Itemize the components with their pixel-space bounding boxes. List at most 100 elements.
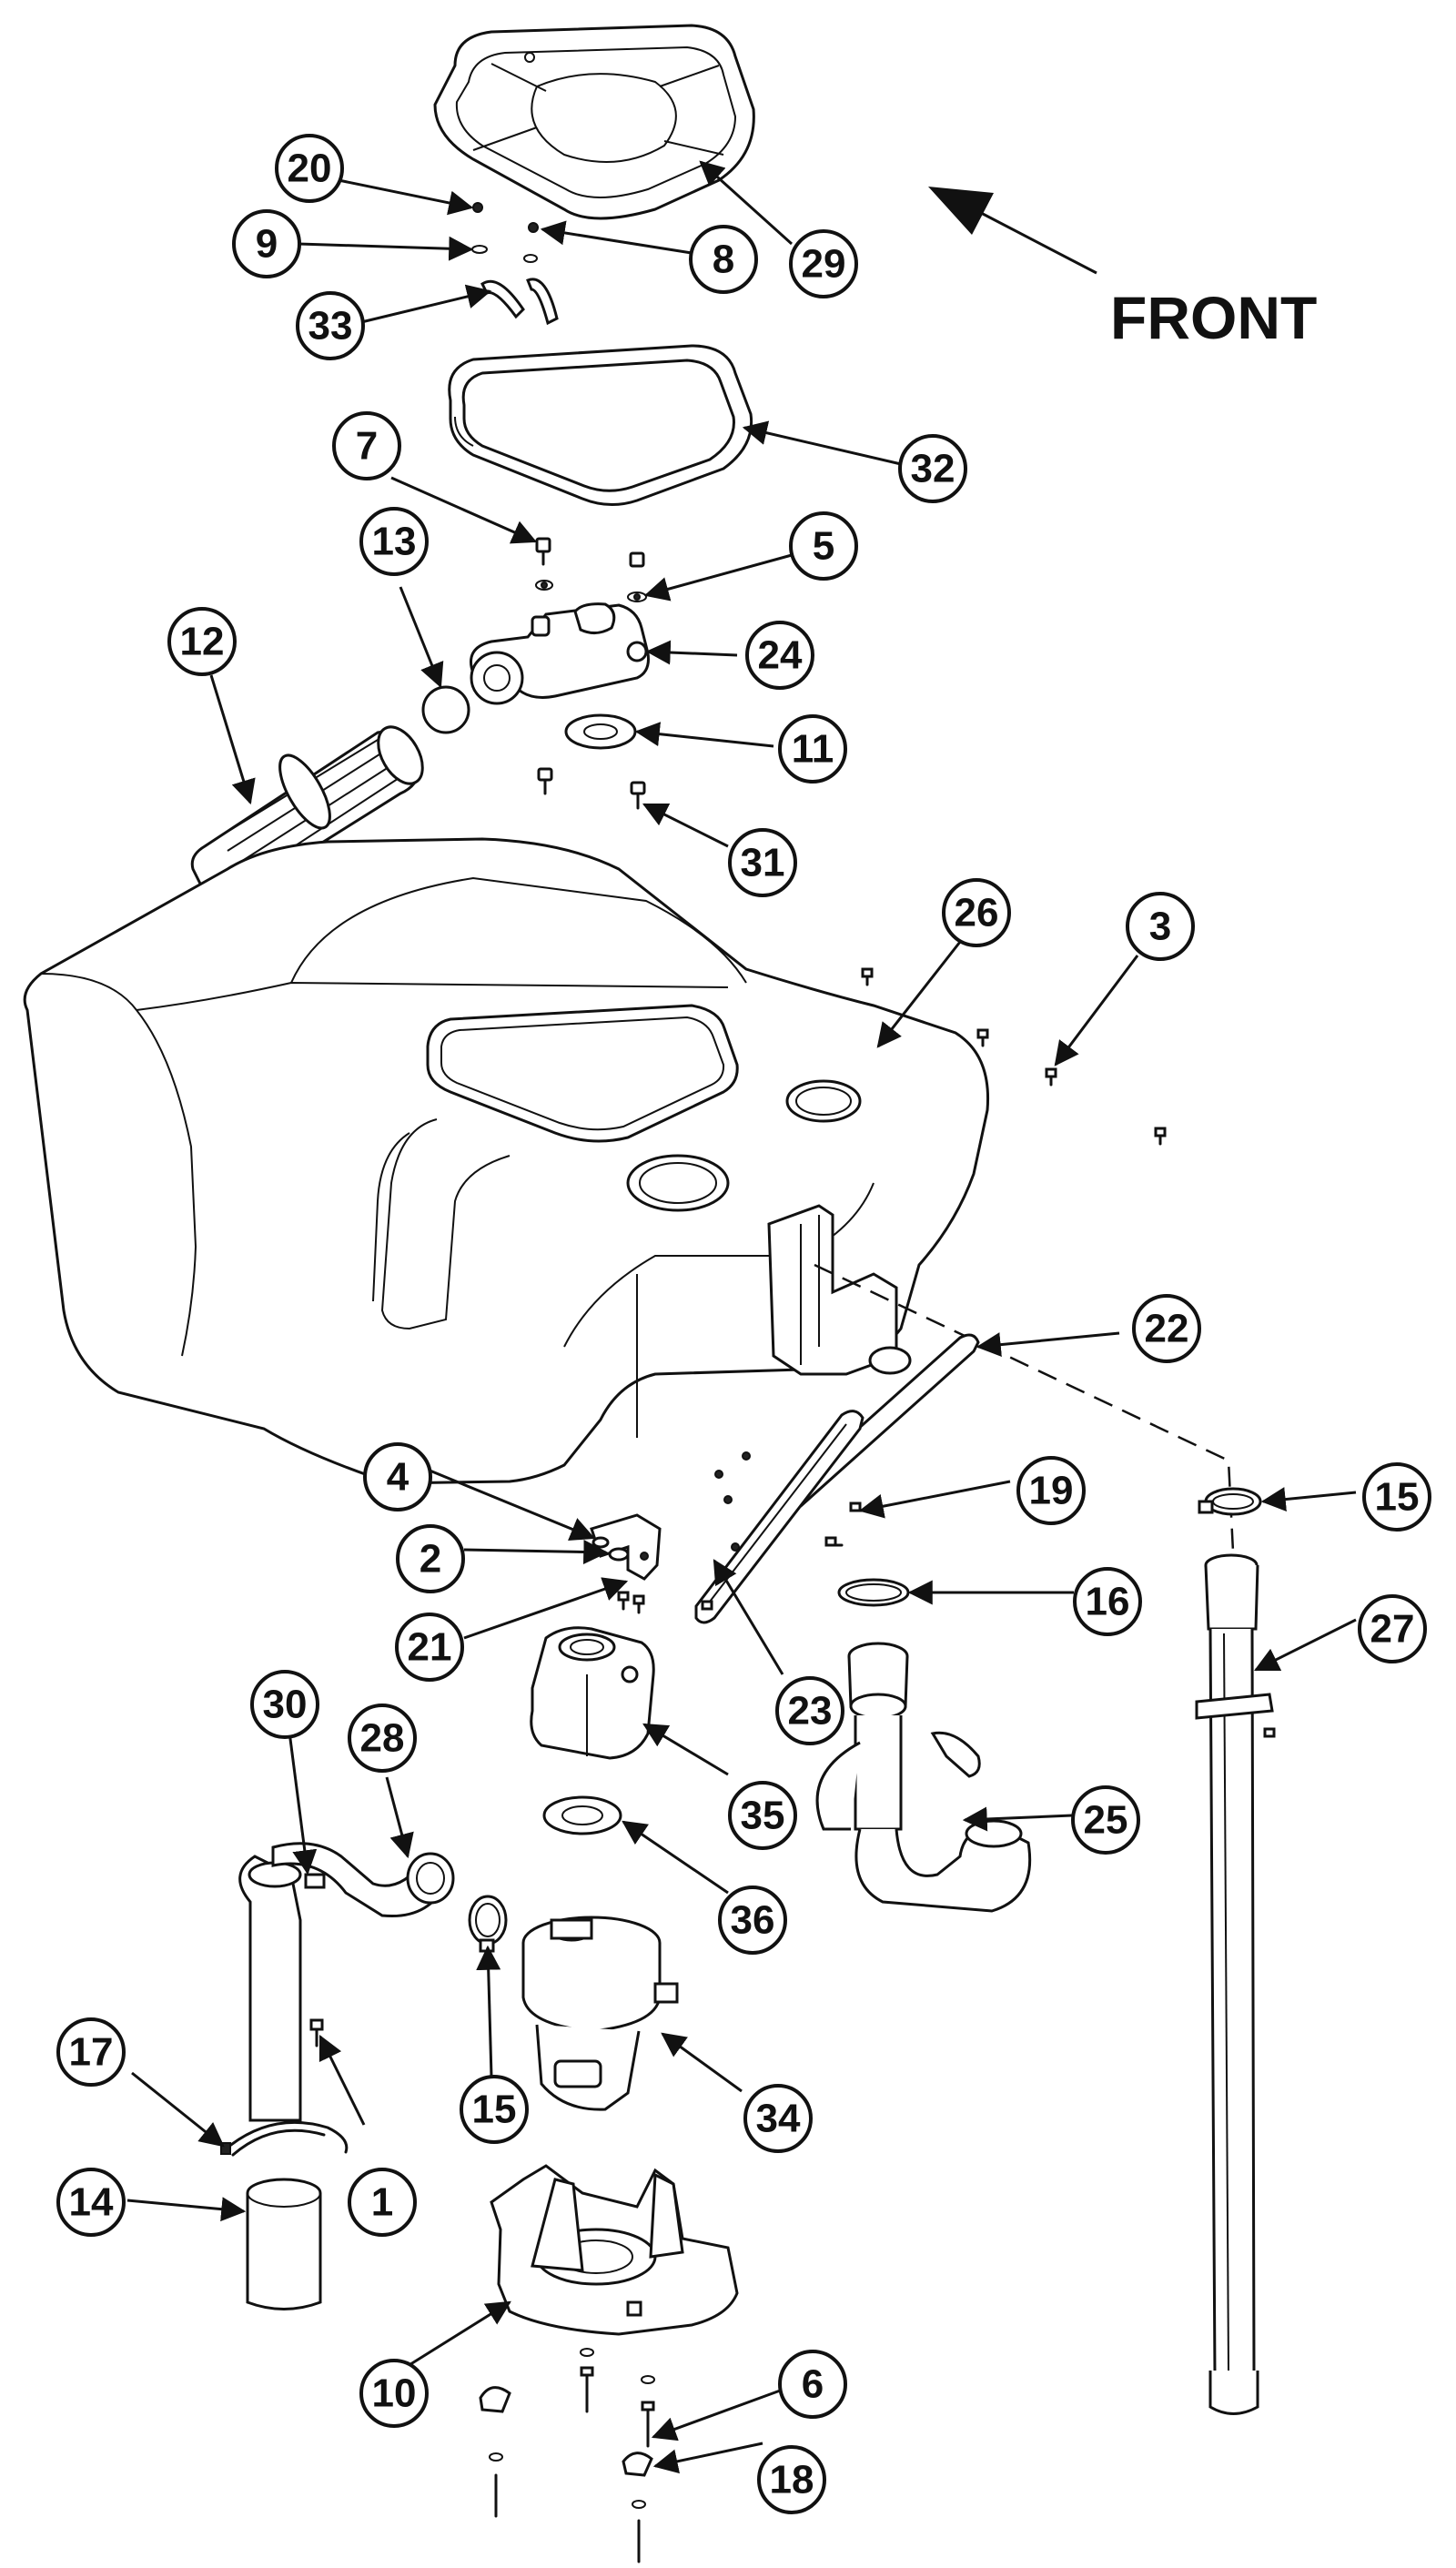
part-15-hose-clamp-upper bbox=[1198, 1487, 1262, 1516]
front-arrow-head bbox=[928, 187, 994, 235]
part-6-bolts bbox=[580, 2348, 655, 2448]
callout-36: 36 bbox=[718, 1886, 787, 1955]
callout-36-label: 36 bbox=[731, 1898, 775, 1943]
part-33-hinge-straps bbox=[480, 278, 559, 326]
part-29-lid bbox=[433, 24, 755, 220]
part-32-lid-gasket bbox=[448, 344, 753, 506]
callout-5-label: 5 bbox=[813, 524, 834, 569]
callout-2: 2 bbox=[396, 1524, 465, 1593]
callout-15-lower-label: 15 bbox=[472, 2088, 517, 2132]
callout-11: 11 bbox=[778, 714, 847, 784]
part-3-screws bbox=[861, 967, 1167, 1146]
callout-27: 27 bbox=[1358, 1594, 1427, 1663]
callout-28: 28 bbox=[348, 1704, 417, 1773]
callout-4-label: 4 bbox=[387, 1455, 410, 1500]
part-23-slotted-strap bbox=[694, 1410, 864, 1624]
callout-34: 34 bbox=[743, 2084, 813, 2153]
callout-28-label: 28 bbox=[360, 1716, 405, 1761]
callout-20: 20 bbox=[275, 134, 344, 203]
callout-25-label: 25 bbox=[1084, 1798, 1128, 1843]
part-30-28-hose-elbow bbox=[238, 1842, 455, 2122]
part-24-float-valve bbox=[470, 602, 650, 705]
callout-31: 31 bbox=[728, 828, 797, 897]
callout-11-label: 11 bbox=[792, 727, 834, 772]
callout-30: 30 bbox=[250, 1670, 319, 1739]
part-21-bracket bbox=[590, 1513, 662, 1614]
callout-18-label: 18 bbox=[770, 2458, 814, 2502]
callout-12: 12 bbox=[167, 607, 237, 676]
callout-26-label: 26 bbox=[955, 891, 999, 935]
part-36-motor-gasket bbox=[542, 1795, 622, 1835]
callout-20-label: 20 bbox=[288, 147, 332, 191]
callout-14-label: 14 bbox=[69, 2180, 114, 2225]
callout-24-label: 24 bbox=[758, 633, 803, 678]
callout-8-label: 8 bbox=[713, 238, 734, 282]
part-20-screw bbox=[472, 202, 483, 213]
callout-9-label: 9 bbox=[256, 222, 278, 267]
callout-22: 22 bbox=[1132, 1294, 1201, 1363]
callout-13-label: 13 bbox=[372, 520, 417, 564]
part-17-retaining-clip bbox=[220, 2120, 349, 2157]
part-27-drain-pipe bbox=[1195, 1553, 1276, 2415]
callout-29: 29 bbox=[789, 229, 858, 298]
part-31-screws bbox=[537, 767, 646, 810]
callout-2-label: 2 bbox=[420, 1537, 441, 1582]
callout-15-lower: 15 bbox=[460, 2075, 529, 2144]
part-8-screw bbox=[523, 222, 539, 263]
callout-30-label: 30 bbox=[263, 1683, 308, 1727]
callout-34-label: 34 bbox=[756, 2097, 801, 2141]
part-18-cable-clips bbox=[479, 2386, 653, 2563]
callout-25: 25 bbox=[1071, 1785, 1140, 1855]
callout-35-label: 35 bbox=[741, 1794, 785, 1838]
part-11-gasket-ring bbox=[564, 713, 637, 750]
part-10-motor-base bbox=[490, 2164, 739, 2336]
part-5-washer bbox=[627, 551, 647, 602]
callout-8: 8 bbox=[689, 225, 758, 294]
part-15-hose-clamp-lower bbox=[468, 1895, 508, 1953]
callout-19: 19 bbox=[1016, 1456, 1086, 1525]
callout-33: 33 bbox=[296, 291, 365, 360]
callout-6-label: 6 bbox=[802, 2362, 824, 2407]
callout-17: 17 bbox=[56, 2017, 126, 2087]
part-9-washer bbox=[471, 245, 488, 254]
callout-31-label: 31 bbox=[741, 841, 785, 885]
callout-23: 23 bbox=[775, 1676, 844, 1745]
part-4-nut bbox=[592, 1536, 610, 1549]
callout-32: 32 bbox=[898, 434, 967, 503]
callout-29-label: 29 bbox=[802, 242, 846, 287]
callout-18: 18 bbox=[757, 2445, 826, 2514]
callout-9: 9 bbox=[232, 209, 301, 278]
callout-21-label: 21 bbox=[408, 1625, 452, 1670]
part-26-recovery-tank bbox=[23, 837, 990, 1485]
callout-12-label: 12 bbox=[180, 620, 225, 664]
callout-16: 16 bbox=[1073, 1567, 1142, 1636]
callout-3: 3 bbox=[1126, 892, 1195, 961]
callout-32-label: 32 bbox=[911, 447, 956, 491]
part-25-drain-hose-assembly bbox=[815, 1642, 1032, 1913]
callout-16-label: 16 bbox=[1086, 1580, 1130, 1624]
part-1-screw bbox=[309, 2018, 324, 2047]
callout-7: 7 bbox=[332, 411, 401, 480]
callout-26: 26 bbox=[942, 878, 1011, 947]
callout-14: 14 bbox=[56, 2168, 126, 2237]
callout-17-label: 17 bbox=[69, 2030, 114, 2075]
callout-4: 4 bbox=[363, 1442, 432, 1511]
front-label: FRONT bbox=[1110, 284, 1317, 351]
callout-19-label: 19 bbox=[1029, 1469, 1074, 1513]
front-orientation-indicator: FRONT bbox=[928, 187, 1317, 351]
callout-10: 10 bbox=[359, 2359, 429, 2428]
callout-7-label: 7 bbox=[356, 424, 378, 469]
callout-33-label: 33 bbox=[308, 304, 353, 349]
callout-13: 13 bbox=[359, 507, 429, 576]
callout-6: 6 bbox=[778, 2350, 847, 2419]
callout-1-label: 1 bbox=[371, 2180, 393, 2225]
callout-22-label: 22 bbox=[1145, 1307, 1189, 1351]
callout-5: 5 bbox=[789, 511, 858, 581]
part-19-screws bbox=[701, 1501, 868, 1611]
callout-15-upper: 15 bbox=[1362, 1462, 1431, 1532]
callout-35: 35 bbox=[728, 1781, 797, 1850]
leader-lines bbox=[126, 160, 1357, 2474]
callout-1: 1 bbox=[348, 2168, 417, 2237]
part-14-sleeve bbox=[246, 2178, 322, 2310]
